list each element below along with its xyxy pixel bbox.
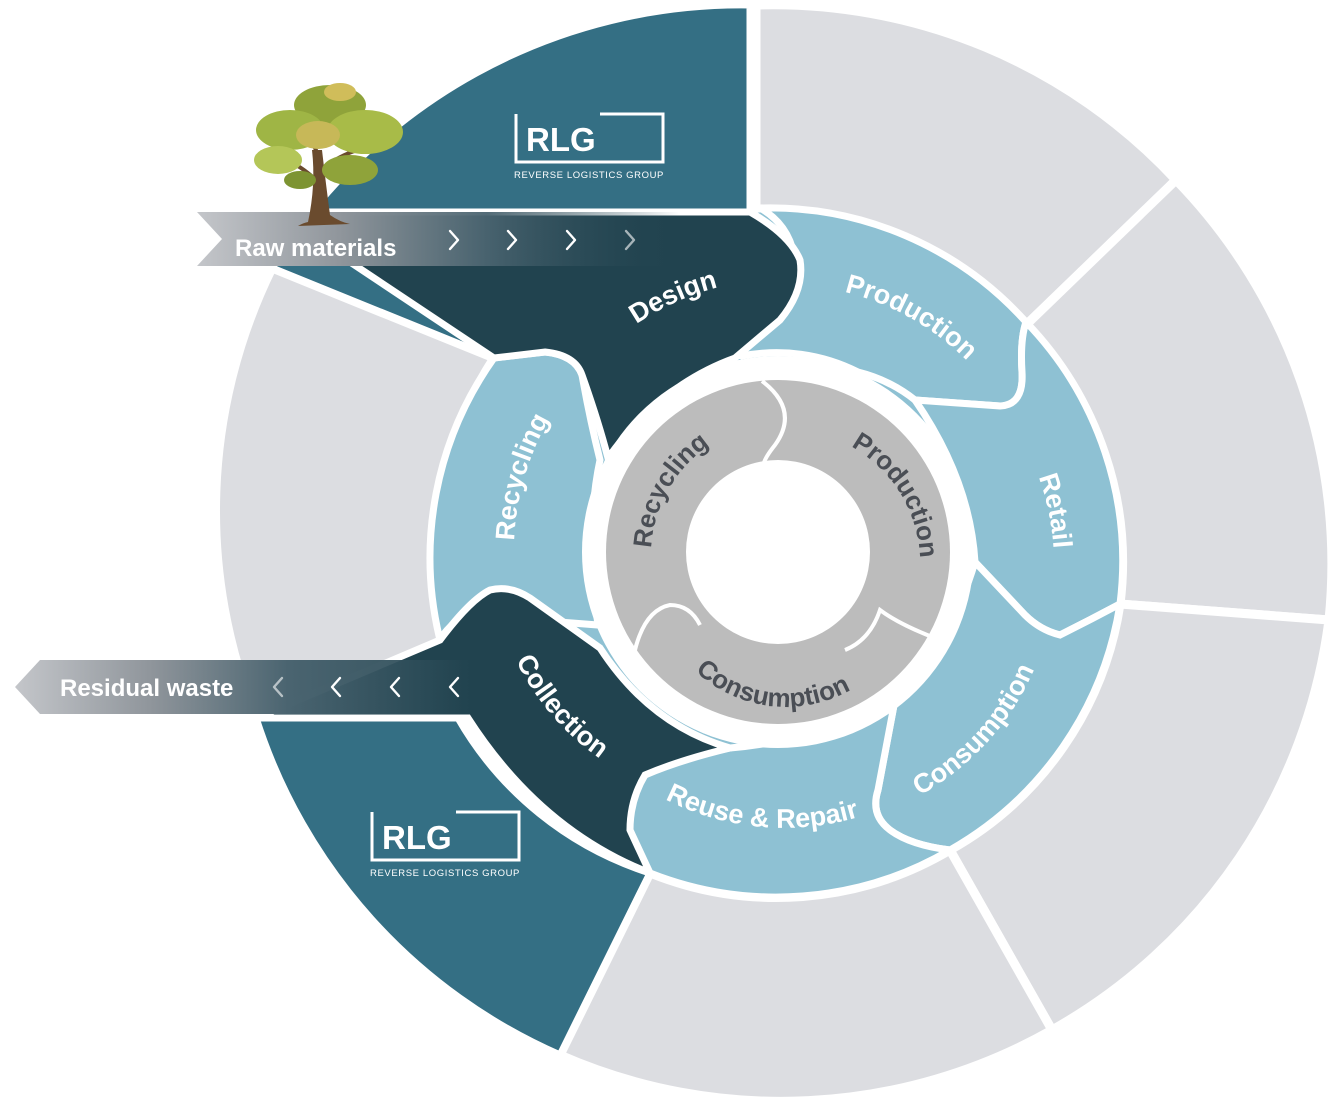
chevron-right-icon xyxy=(565,229,577,251)
chevron-right-icon xyxy=(624,229,636,251)
chevron-left-icon xyxy=(389,676,401,698)
residual-waste-band xyxy=(15,660,470,714)
raw-materials-label: Raw materials xyxy=(235,235,396,262)
rlg-logo-top: RLG REVERSE LOGISTICS GROUP xyxy=(514,112,665,181)
rlg-logo-tagline: REVERSE LOGISTICS GROUP xyxy=(514,170,664,181)
rlg-logo-mark: RLG xyxy=(526,121,596,158)
rlg-logo-bottom: RLG REVERSE LOGISTICS GROUP xyxy=(370,810,521,879)
tree-icon xyxy=(254,83,403,226)
chevron-right-icon xyxy=(448,229,460,251)
residual-waste-outflow: Residual waste xyxy=(15,660,470,714)
chevron-left-icon xyxy=(448,676,460,698)
raw-materials-inflow: Raw materials xyxy=(197,212,680,266)
chevron-left-icon xyxy=(272,676,284,698)
rlg-logo-tagline: REVERSE LOGISTICS GROUP xyxy=(370,868,520,879)
rlg-logo-mark: RLG xyxy=(382,819,452,856)
raw-materials-band xyxy=(197,212,680,266)
stage-collection xyxy=(254,585,744,880)
residual-waste-label: Residual waste xyxy=(60,675,233,702)
rlg-sector-bottom xyxy=(251,714,655,1060)
core-hole xyxy=(686,460,870,644)
chevron-right-icon xyxy=(506,229,518,251)
chevron-left-icon xyxy=(330,676,342,698)
